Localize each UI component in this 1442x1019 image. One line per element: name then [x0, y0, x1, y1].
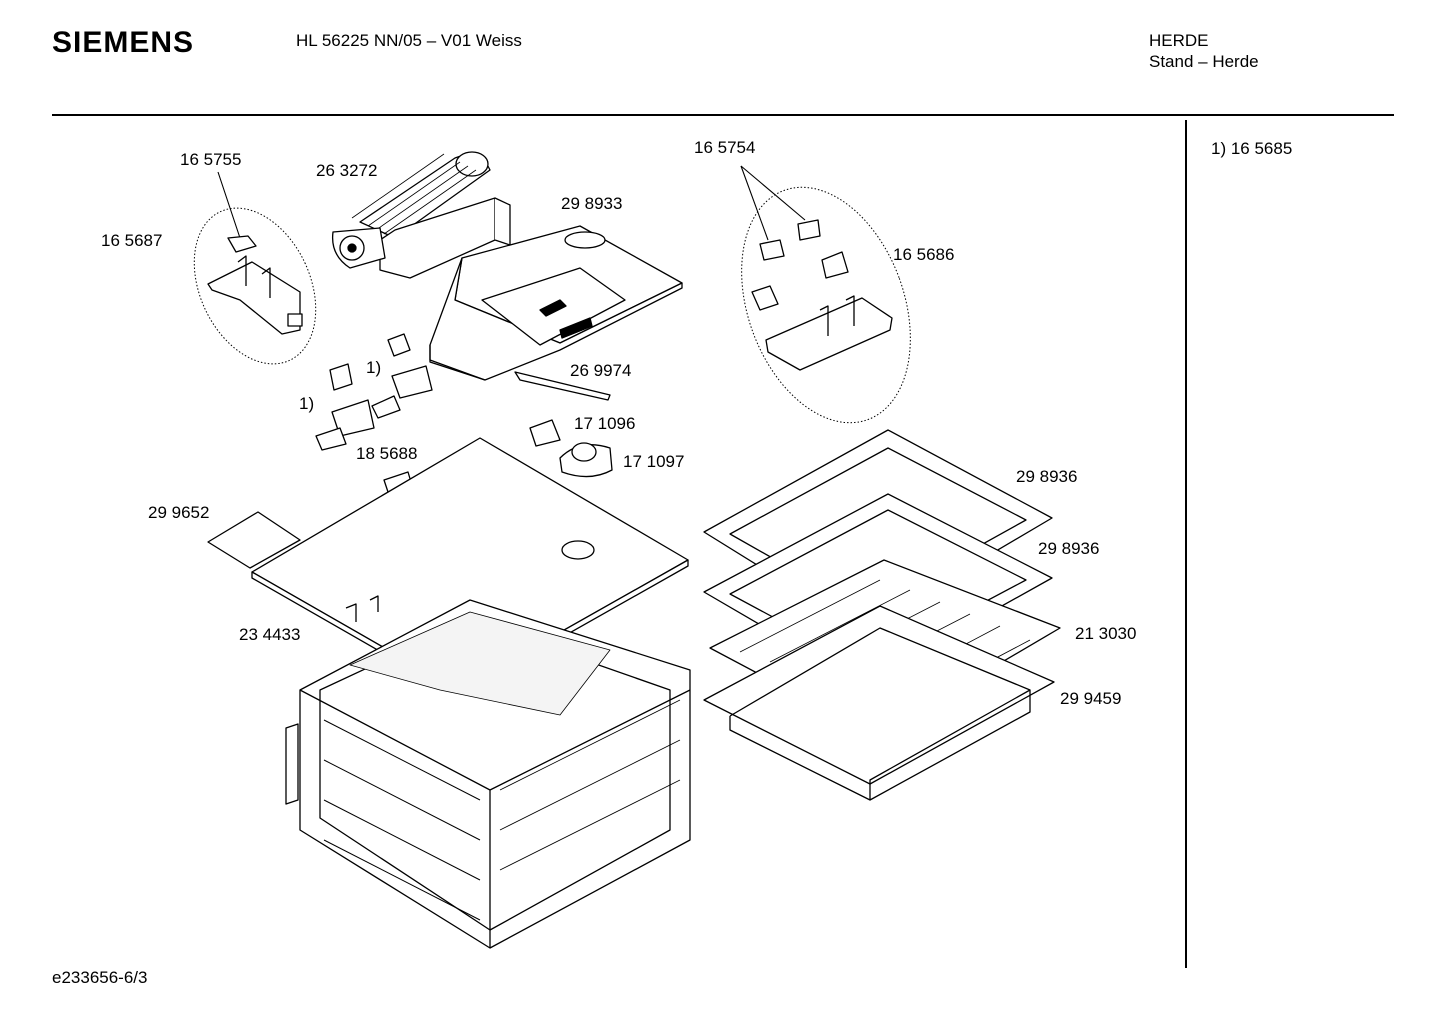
oven-lamp — [559, 442, 613, 478]
header-divider — [52, 114, 1394, 116]
part-label: 1) — [366, 358, 382, 377]
model-number: HL 56225 NN/05 – V01 Weiss — [296, 31, 522, 50]
part-label: 17 1097 — [623, 452, 685, 471]
brand-logo: SIEMENS — [52, 26, 195, 59]
part-label: 16 5687 — [101, 231, 163, 250]
group-ellipse-right — [741, 186, 911, 424]
leader-16-5754-a — [740, 165, 769, 241]
footnote: 1) 16 5685 — [1211, 139, 1293, 158]
oven-cavity — [285, 599, 691, 949]
part-label: 26 3272 — [316, 161, 378, 180]
document-id: e233656-6/3 — [52, 968, 148, 987]
fan-motor — [331, 151, 511, 279]
part-label: 1) — [299, 394, 315, 413]
leader-16-5755 — [217, 171, 241, 239]
part-label: 21 3030 — [1075, 624, 1137, 643]
group-ellipse-left — [193, 207, 317, 365]
bracket — [514, 371, 611, 401]
switch-assembly-left — [207, 235, 303, 335]
deep-tray — [703, 605, 1055, 801]
part-label: 16 5754 — [694, 138, 756, 157]
fan-cover — [429, 225, 683, 381]
part-label: 26 9974 — [570, 361, 632, 380]
part-label: 29 8936 — [1016, 467, 1078, 486]
part-label: 29 8936 — [1038, 539, 1100, 558]
cover-plate — [207, 511, 301, 569]
part-label: 18 5688 — [356, 444, 418, 463]
part-label: 23 4433 — [239, 625, 301, 644]
part-label: 29 9652 — [148, 503, 210, 522]
leader-16-5754-b — [740, 165, 806, 221]
category: HERDE — [1149, 31, 1209, 50]
part-label: 17 1096 — [574, 414, 636, 433]
part-label: 16 5755 — [180, 150, 242, 169]
part-label: 16 5686 — [893, 245, 955, 264]
switch-assembly-right — [751, 219, 893, 371]
part-label: 29 8933 — [561, 194, 623, 213]
legend-divider — [1185, 120, 1187, 968]
subcategory: Stand – Herde — [1149, 52, 1259, 71]
part-label: 29 9459 — [1060, 689, 1122, 708]
